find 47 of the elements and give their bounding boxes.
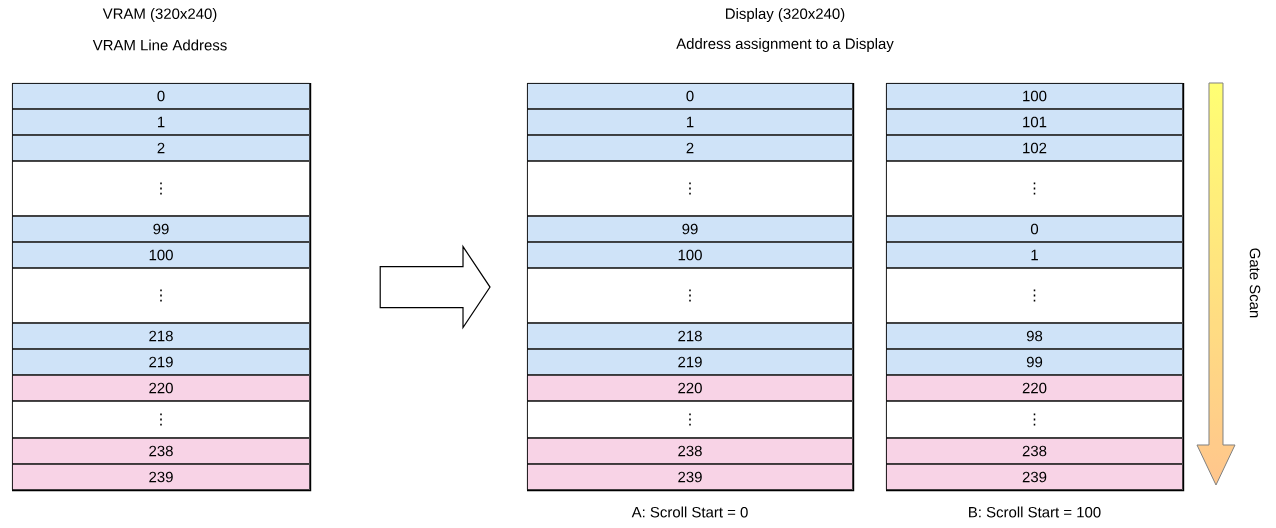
table-row: 1: [527, 109, 853, 135]
table-row: 220: [12, 375, 310, 401]
table-row: 100: [886, 83, 1183, 109]
table-row: 220: [527, 375, 853, 401]
table-row: 99: [527, 216, 853, 242]
table-row: ⋮: [886, 401, 1183, 438]
heading: Display (320x240): [726, 8, 845, 22]
table-row: 239: [886, 464, 1183, 490]
table-row: 219: [527, 349, 853, 375]
scan-label: Gate Scan: [1249, 248, 1261, 318]
table-row: 238: [12, 438, 310, 464]
table-row: 239: [12, 464, 310, 490]
table-row: 1: [12, 109, 310, 135]
table-row: 0: [886, 216, 1183, 242]
table-row: 239: [527, 464, 853, 490]
table-row: ⋮: [527, 401, 853, 438]
table-row: 218: [527, 323, 853, 349]
table-row: ⋮: [12, 401, 310, 438]
table-row: 2: [527, 135, 853, 161]
table-row: 238: [527, 438, 853, 464]
table-row: 100: [12, 242, 310, 268]
table-row: ⋮: [886, 161, 1183, 216]
heading: VRAM (320x240): [102, 8, 217, 22]
heading: VRAM Line Address: [92, 39, 227, 51]
table-row: ⋮: [12, 161, 310, 216]
table-row: 0: [527, 83, 853, 109]
table-row: ⋮: [12, 268, 310, 323]
table-row: 100: [527, 242, 853, 268]
table-row: ⋮: [886, 268, 1183, 323]
table-row: 238: [886, 438, 1183, 464]
table-row: ⋮: [527, 268, 853, 323]
node-label: A: Scroll Start = 0: [631, 506, 748, 518]
table-row: 99: [886, 349, 1183, 375]
table-row: 218: [12, 323, 310, 349]
table-row: ⋮: [527, 161, 853, 216]
node-label: B: Scroll Start = 100: [969, 506, 1101, 518]
table-row: 1: [886, 242, 1183, 268]
table-row: 2: [12, 135, 310, 161]
table-row: 219: [12, 349, 310, 375]
block-arrow: [379, 244, 491, 330]
table-row: 101: [886, 109, 1183, 135]
table-row: 220: [886, 375, 1183, 401]
heading: Address assignment to a Display: [676, 38, 894, 52]
table-row: 99: [12, 216, 310, 242]
table-row: 98: [886, 323, 1183, 349]
table-row: 0: [12, 83, 310, 109]
table-row: 102: [886, 135, 1183, 161]
